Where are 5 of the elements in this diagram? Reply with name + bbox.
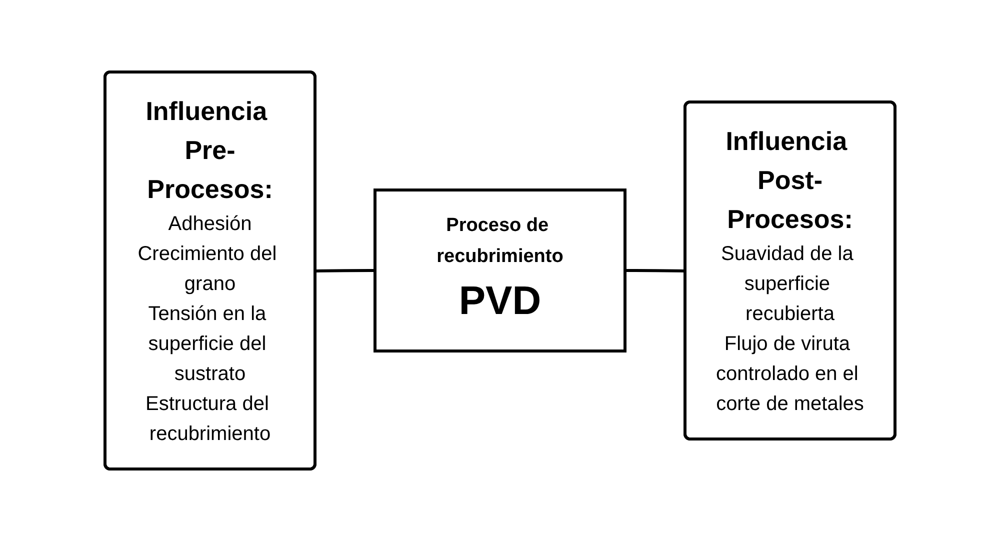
connector xyxy=(314,269,374,272)
connector xyxy=(624,269,686,272)
node-box: Proceso de recubrimiento PVD xyxy=(373,188,626,352)
node-text: Influencia Post-Procesos: Suavidad de la superficie recubierta Flujo de viruta controlado en el corte de metales xyxy=(716,126,864,415)
node-text: Influencia Pre-Procesos: Adhesión Crecimiento del grano Tensión en la superficie del sustrato Estructura del recubrimiento xyxy=(137,96,276,445)
